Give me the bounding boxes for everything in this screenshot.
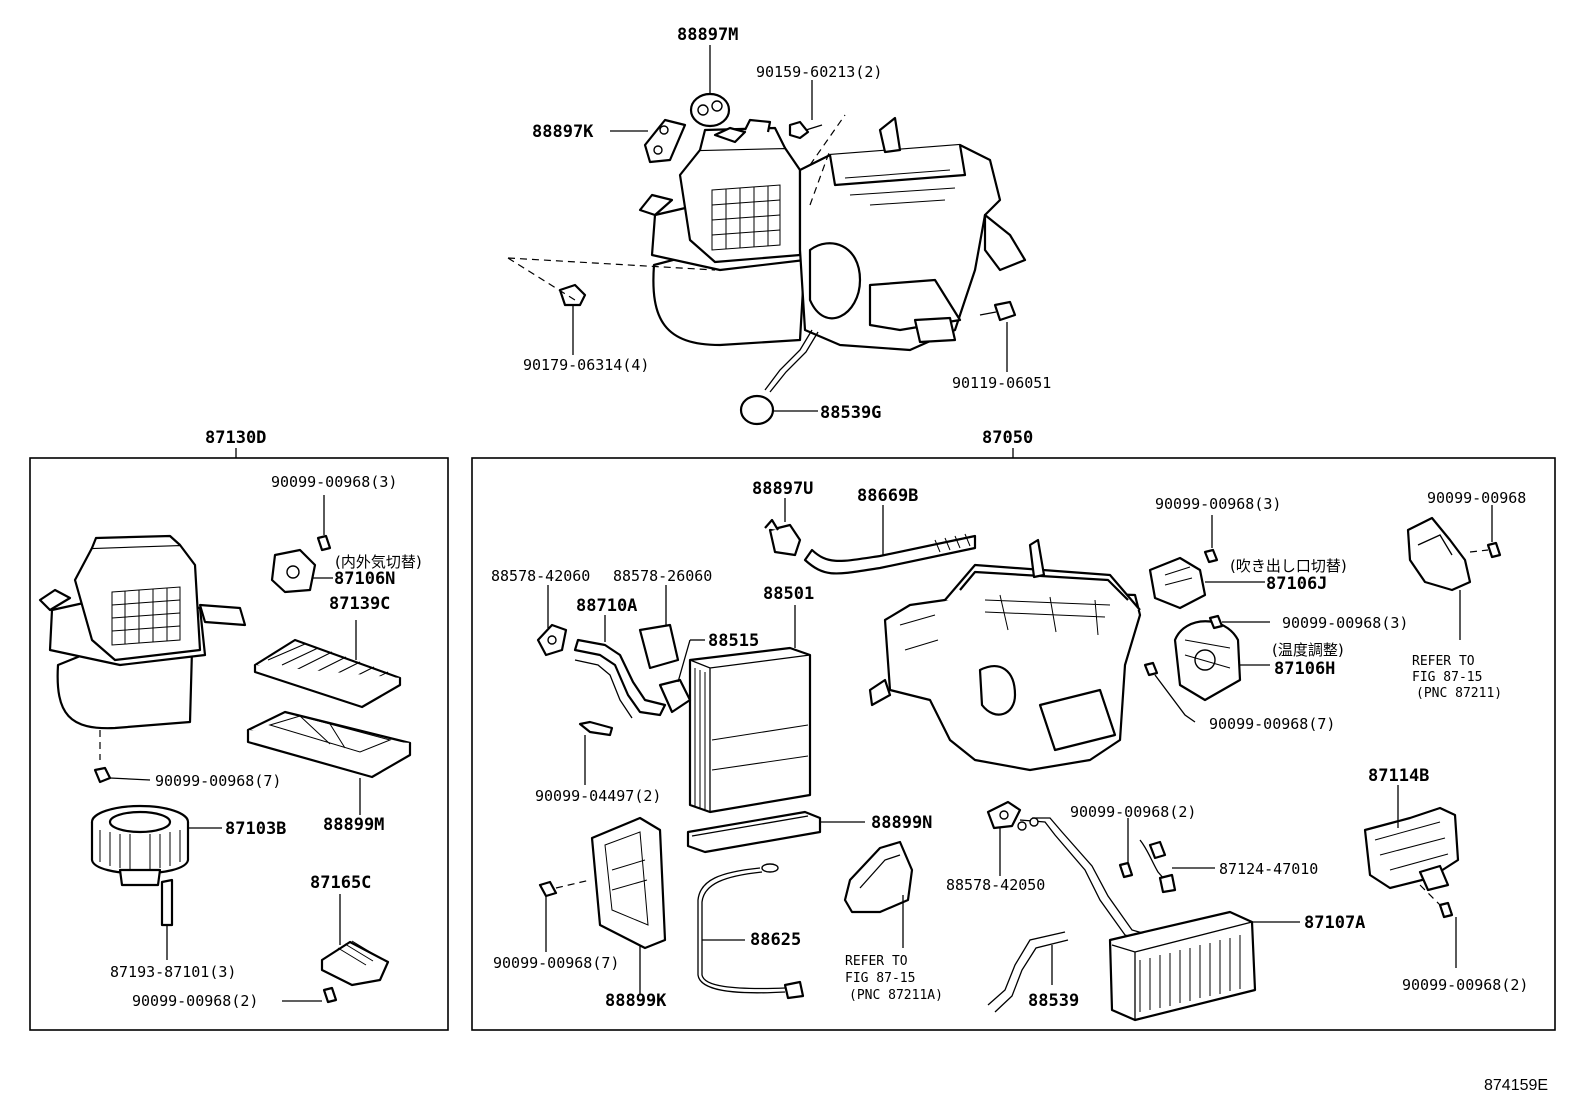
screw-87193-icon — [160, 878, 174, 927]
servo-87106n-drawing — [270, 548, 317, 594]
refer-a-line3: (PNC 87211A) — [849, 988, 943, 1003]
label-88625: 88625 — [750, 930, 801, 950]
label-88515: 88515 — [708, 631, 759, 651]
blower-motor-87103b-drawing — [90, 804, 190, 887]
heater-core-87107a-drawing — [1017, 817, 1257, 1022]
screw-90099-3c-icon — [1208, 614, 1224, 630]
screw-90159-icon — [788, 120, 810, 140]
filter-case-88899m-drawing — [246, 710, 412, 779]
screw-90099-3b-icon — [1203, 548, 1219, 564]
gasket-88578-26060-icon — [638, 623, 680, 670]
label-88539g: 88539G — [820, 403, 881, 423]
screw-90099-7c-icon — [1143, 661, 1159, 677]
label-90099-00968-3: 90099-00968(3) — [271, 473, 397, 491]
screw-90099-2b-icon — [1118, 861, 1134, 879]
top-leader-lines — [572, 45, 1008, 412]
hose-88539-drawing — [987, 931, 1069, 1013]
label-87124-47010: 87124-47010 — [1219, 860, 1318, 878]
main-case-drawing — [868, 538, 1142, 772]
label-88578-42060: 88578-42060 — [491, 567, 590, 585]
screw-90099-2-icon — [322, 986, 338, 1004]
screw-90099-7-icon — [93, 766, 112, 784]
duct-87211a-drawing — [843, 840, 914, 914]
screw-90099-3-icon — [316, 534, 332, 552]
label-87106n: 87106N — [334, 569, 395, 589]
label-87193-87101: 87193-87101(3) — [110, 963, 236, 981]
label-90099-00968-7: 90099-00968(7) — [155, 772, 281, 790]
label-88897m: 88897M — [677, 25, 738, 45]
case-88899k-drawing — [590, 816, 667, 950]
valve-88897u-drawing — [764, 518, 802, 557]
servo-87106j-drawing — [1148, 556, 1207, 610]
label-88897u: 88897U — [752, 479, 813, 499]
screw-90099-2c-icon — [1438, 901, 1454, 919]
assembly-number-87050: 87050 — [982, 428, 1033, 448]
servo-87106h-drawing — [1173, 620, 1242, 702]
label-90099-00968: 90099-00968 — [1427, 489, 1526, 507]
label-90159-60213: 90159-60213(2) — [756, 63, 882, 81]
pipe-88669b-drawing — [803, 533, 977, 575]
duct-87114b-drawing — [1363, 806, 1460, 892]
label-recirc-switch-jp: (内外気切替) — [335, 553, 422, 571]
valve-block-88515-icon — [658, 678, 692, 714]
label-90099-00968-7c: 90099-00968(7) — [1209, 715, 1335, 733]
label-90119-06051: 90119-06051 — [952, 374, 1051, 392]
label-88899k: 88899K — [605, 991, 667, 1011]
label-88539: 88539 — [1028, 991, 1079, 1011]
label-88899m: 88899M — [323, 815, 384, 835]
left-blower-case-drawing — [38, 534, 247, 760]
refer-a-line1: REFER TO — [845, 954, 908, 969]
label-90099-04497: 90099-04497(2) — [535, 787, 661, 805]
label-87106h: 87106H — [1274, 659, 1335, 679]
label-88578-26060: 88578-26060 — [613, 567, 712, 585]
assembly-box-87130d — [29, 457, 449, 1031]
label-88899n: 88899N — [871, 813, 932, 833]
sensor-88625-drawing — [697, 863, 805, 1000]
refer-b-line2: FIG 87-15 — [1412, 670, 1482, 685]
filter-87139c-drawing — [253, 638, 402, 709]
label-90179-06314: 90179-06314(4) — [523, 356, 649, 374]
refer-b-line1: REFER TO — [1412, 654, 1475, 669]
sensor-87124-drawing — [1139, 839, 1177, 894]
bolt-90099-04497-icon — [578, 720, 614, 737]
label-88501: 88501 — [763, 584, 814, 604]
label-87139c: 87139C — [329, 594, 390, 614]
label-87107a: 87107A — [1304, 913, 1365, 933]
assembly-number-87130d: 87130D — [205, 428, 266, 448]
nut-90179-icon — [558, 283, 587, 307]
label-temp-control-jp: (温度調整) — [1272, 641, 1344, 659]
evaporator-88501-drawing — [688, 646, 812, 814]
duct-87211-drawing — [1406, 516, 1472, 592]
pipe-88710a-drawing — [573, 638, 667, 719]
screw-90099-7b-icon — [538, 880, 558, 898]
top-hvac-assembly-drawing — [507, 92, 1027, 426]
label-outlet-switch-jp: (吹き出し口切替) — [1230, 557, 1347, 575]
label-90099-00968-2b: 90099-00968(2) — [1070, 803, 1196, 821]
label-87165c: 87165C — [310, 873, 371, 893]
label-88578-42050: 88578-42050 — [946, 876, 1045, 894]
label-90099-00968-3b: 90099-00968(3) — [1155, 495, 1281, 513]
label-87103b: 87103B — [225, 819, 286, 839]
label-88897k: 88897K — [532, 122, 594, 142]
label-87106j: 87106J — [1266, 574, 1327, 594]
bolt-90119-icon — [993, 300, 1017, 322]
grommet-88539g-icon — [739, 394, 775, 426]
refer-a-line2: FIG 87-15 — [845, 971, 915, 986]
label-88669b: 88669B — [857, 486, 918, 506]
label-88710a: 88710A — [576, 596, 637, 616]
label-90099-00968-2: 90099-00968(2) — [132, 992, 258, 1010]
label-90099-00968-3c: 90099-00968(3) — [1282, 614, 1408, 632]
refer-b-line3: (PNC 87211) — [1416, 686, 1502, 701]
grommet-88897m-icon — [689, 92, 731, 128]
label-87114b: 87114B — [1368, 766, 1429, 786]
label-90099-00968-2c: 90099-00968(2) — [1402, 976, 1528, 994]
assembly-box-87050 — [471, 457, 1556, 1031]
figure-code: 874159E — [1484, 1077, 1548, 1094]
screw-90099-single-icon — [1486, 541, 1502, 559]
seal-88899n-drawing — [686, 810, 822, 854]
resistor-87165c-drawing — [320, 940, 390, 987]
label-90099-00968-7b: 90099-00968(7) — [493, 954, 619, 972]
